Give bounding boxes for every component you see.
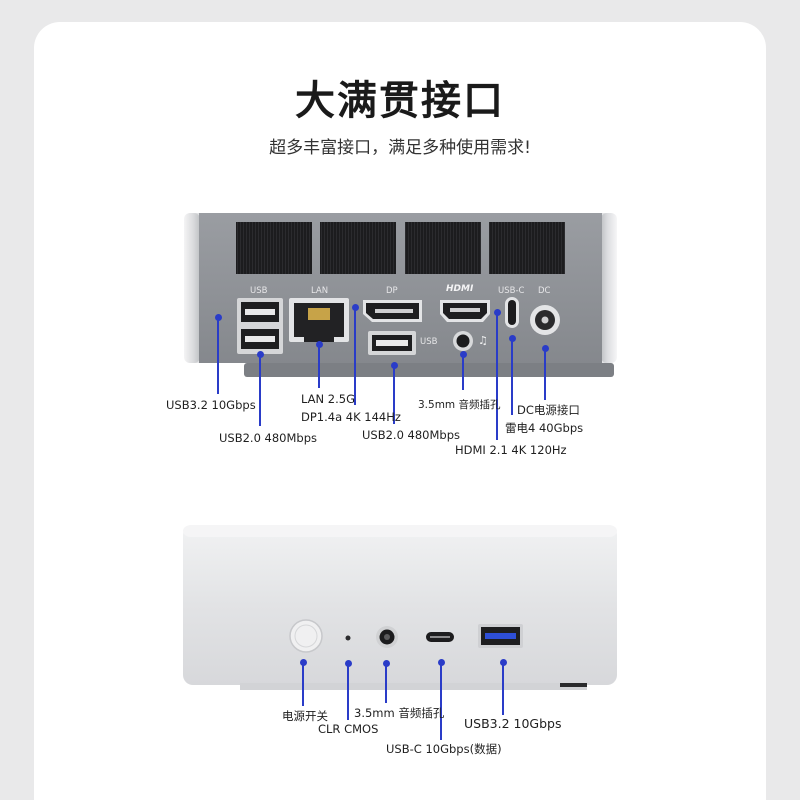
headphone-icon: ♫ — [478, 334, 488, 347]
printed-dc: DC — [538, 286, 551, 296]
printed-lan: LAN — [311, 286, 329, 296]
front-chassis — [183, 525, 617, 685]
label-usb20-rear-right: USB2.0 480Mbps — [362, 428, 461, 442]
printed-usbc: USB-C — [498, 286, 525, 296]
page-title: 大满贯接口 — [295, 78, 505, 124]
label-power: 电源开关 — [282, 709, 328, 723]
label-usb32-rear: USB3.2 10Gbps — [166, 398, 256, 412]
label-clr-cmos: CLR CMOS — [318, 722, 379, 736]
label-dc: DC电源接口 — [517, 403, 580, 417]
printed-hdmi: HDMI — [446, 284, 474, 294]
label-lan: LAN 2.5G — [301, 392, 355, 406]
vent-2 — [320, 222, 396, 274]
printed-usb-side: USB — [420, 337, 438, 347]
label-audio-front: 3.5mm 音频插孔 — [354, 706, 445, 720]
label-dp: DP1.4a 4K 144Hz — [301, 410, 401, 424]
vent-4 — [489, 222, 565, 274]
vent-3 — [405, 222, 481, 274]
label-hdmi: HDMI 2.1 4K 120Hz — [455, 443, 567, 457]
clr-cmos-hole — [345, 635, 351, 641]
label-usb32-front: USB3.2 10Gbps — [464, 716, 562, 731]
page-subtitle: 超多丰富接口，满足多种使用需求! — [269, 138, 531, 158]
label-audio-rear: 3.5mm 音频插孔 — [418, 399, 501, 411]
label-usb20-rear-left: USB2.0 480Mbps — [219, 431, 318, 445]
printed-dp: DP — [386, 286, 398, 296]
label-thunderbolt: 雷电4 40Gbps — [505, 421, 584, 435]
label-usbc-front: USB-C 10Gbps(数据) — [386, 742, 502, 756]
vent-1 — [236, 222, 312, 274]
printed-usb-top: USB — [250, 286, 268, 296]
